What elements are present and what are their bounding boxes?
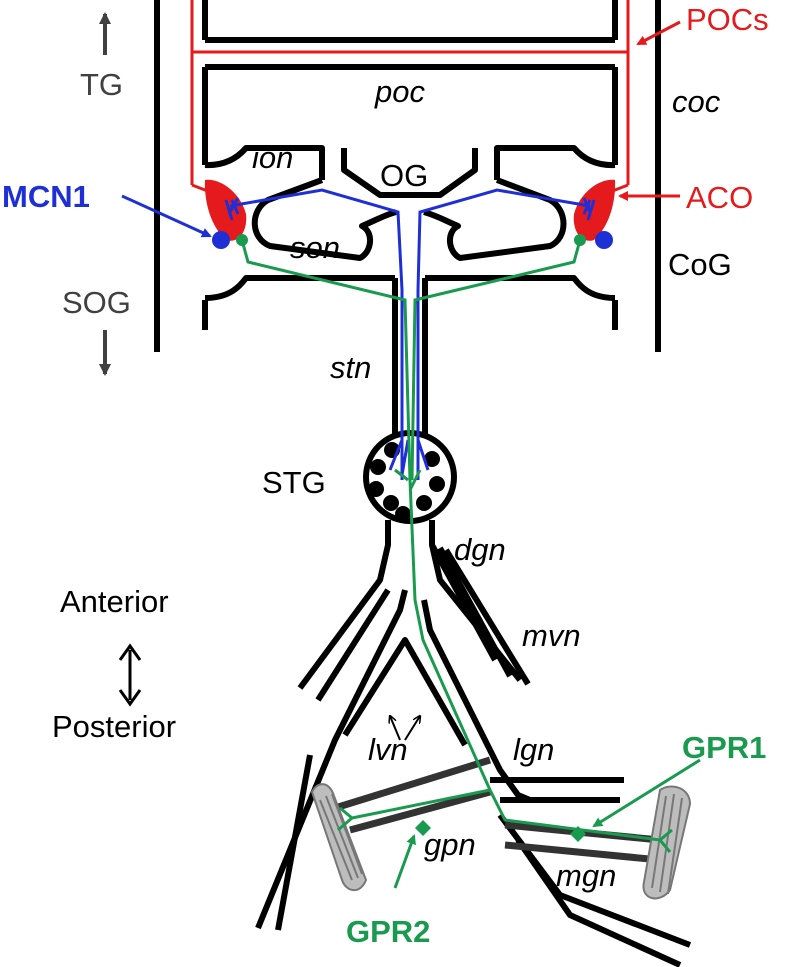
gpr1-pointer	[592, 758, 701, 828]
mcn1-soma-left	[212, 231, 230, 249]
gpr-soma-right	[574, 234, 586, 246]
pointer-arrows	[121, 20, 701, 889]
muscle-left	[310, 783, 368, 892]
label-og: OG	[380, 158, 428, 193]
label-ion: ion	[252, 140, 293, 175]
stg-soma	[429, 476, 445, 492]
gpr2-pointer	[393, 834, 416, 889]
label-son: son	[290, 230, 340, 265]
label-dgn: dgn	[454, 532, 506, 567]
label-pocs: POCs	[686, 2, 769, 37]
stg-soma	[370, 459, 386, 475]
mcn1-soma-right	[595, 231, 613, 249]
mcn1-pointer	[121, 194, 212, 238]
aco-neuropil	[204, 179, 616, 241]
label-aco: ACO	[686, 180, 753, 215]
stg-soma	[424, 451, 440, 467]
label-gpr2: GPR2	[346, 914, 430, 949]
stg-soma	[383, 495, 399, 511]
label-tg: TG	[80, 67, 123, 102]
anterior-posterior-arrow	[118, 643, 142, 707]
label-gpr1: GPR1	[682, 730, 766, 765]
label-lgn: lgn	[513, 732, 554, 767]
label-mgn: mgn	[556, 858, 616, 893]
muscle-right	[642, 785, 692, 900]
label-sog: SOG	[62, 285, 131, 320]
label-mcn1: MCN1	[2, 179, 90, 214]
gpr2-soma	[415, 820, 431, 836]
labels: TG SOG poc coc ion OG son CoG stn STG dg…	[2, 2, 769, 949]
stg-soma	[368, 481, 384, 497]
nerve-outlines	[154, 0, 692, 967]
og-outline	[341, 148, 478, 198]
label-lvn: lvn	[368, 732, 408, 767]
gpn-mgn-nerves	[333, 756, 661, 864]
gpr-axons	[240, 239, 673, 853]
pocs-pointer	[636, 20, 681, 46]
gpr1-soma	[570, 826, 586, 842]
label-coc: coc	[672, 84, 721, 119]
label-anterior: Anterior	[60, 584, 169, 619]
label-poc: poc	[374, 74, 425, 109]
label-stg: STG	[262, 465, 326, 500]
label-gpn: gpn	[424, 827, 476, 862]
lvn-divergence-arrows	[390, 716, 420, 741]
label-posterior: Posterior	[52, 709, 176, 744]
gpr-soma-left	[236, 234, 248, 246]
mcn1-axons	[224, 188, 596, 480]
label-cog: CoG	[668, 247, 732, 282]
label-stn: stn	[330, 350, 371, 385]
label-mvn: mvn	[522, 618, 581, 653]
stg-soma	[416, 495, 432, 511]
stg-soma	[395, 506, 411, 522]
